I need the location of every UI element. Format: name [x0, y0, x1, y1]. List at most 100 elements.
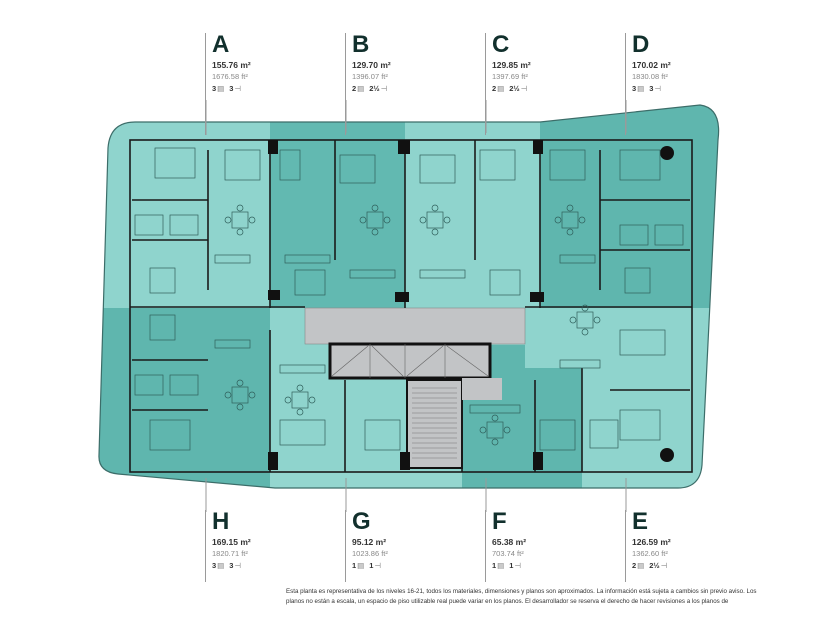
unit-label-h: H 169.15 m² 1820.71 ft² 3▤3⊣	[205, 510, 251, 582]
unit-label-g: G 95.12 m² 1023.86 ft² 1▤1⊣	[345, 510, 388, 582]
bed	[294, 269, 326, 296]
stairwell	[406, 379, 463, 469]
chair	[248, 391, 256, 399]
dining-table	[291, 391, 309, 409]
unit-b-zone	[270, 105, 405, 308]
bed-icon: ▤	[357, 561, 365, 570]
unit-label-b: B 129.70 m² 1396.07 ft² 2▤2½⊣	[345, 33, 392, 135]
bed-icon: ▤	[637, 561, 645, 570]
dining-table	[366, 211, 384, 229]
structural-columns	[268, 140, 674, 470]
elevators	[328, 342, 492, 380]
walls	[129, 139, 693, 473]
sofa	[224, 149, 261, 181]
unit-label-f: F 65.38 m² 703.74 ft² 1▤1⊣	[485, 510, 526, 582]
dining-table	[231, 386, 249, 404]
bed-icon: ▤	[217, 561, 225, 570]
bath-icon: ⊣	[520, 84, 528, 93]
bed	[589, 419, 619, 449]
chair	[566, 228, 574, 236]
single-bed	[169, 374, 199, 396]
dining-table	[426, 211, 444, 229]
disclaimer: Esta planta es representativa de los niv…	[286, 588, 757, 605]
single-bed	[654, 224, 684, 246]
sofa	[279, 149, 301, 181]
bed	[619, 149, 661, 181]
chair	[479, 426, 487, 434]
single-bed	[169, 214, 199, 236]
unit-label-d: D 170.02 m² 1830.08 ft² 3▤3⊣	[625, 33, 671, 135]
bath-icon: ⊣	[660, 561, 668, 570]
kitchen-counter	[349, 269, 396, 279]
kitchen-counter	[419, 269, 466, 279]
unit-label-a: A 155.76 m² 1676.58 ft² 3▤3⊣	[205, 33, 251, 135]
dining-table	[486, 421, 504, 439]
building-footprint	[98, 105, 719, 488]
unit-c-zone	[405, 105, 540, 308]
kitchen-counter	[214, 254, 251, 264]
single-bed	[134, 214, 164, 236]
bed-icon: ▤	[497, 84, 505, 93]
chair	[566, 204, 574, 212]
chair	[236, 228, 244, 236]
chair	[593, 316, 601, 324]
chair	[224, 216, 232, 224]
bed	[619, 409, 661, 441]
kitchen-counter	[214, 339, 251, 349]
unit-d-zone	[540, 105, 719, 308]
chair	[224, 391, 232, 399]
chair	[443, 216, 451, 224]
bath-icon: ⊣	[654, 84, 661, 93]
bath-icon: ⊣	[380, 84, 388, 93]
sofa	[279, 419, 326, 446]
chair	[554, 216, 562, 224]
corridor	[304, 307, 526, 345]
bed	[539, 419, 576, 451]
bed	[149, 314, 176, 341]
sofa	[619, 329, 666, 356]
chair	[431, 204, 439, 212]
chair	[383, 216, 391, 224]
dining-table	[576, 311, 594, 329]
bed	[364, 419, 401, 451]
bed	[149, 267, 176, 294]
furniture	[134, 147, 684, 451]
chair	[581, 328, 589, 336]
chair	[491, 414, 499, 422]
chair	[284, 396, 292, 404]
kitchen-counter	[469, 404, 521, 414]
bed	[489, 269, 521, 296]
unit-a-zone	[98, 105, 270, 308]
bed-icon: ▤	[497, 561, 505, 570]
chair	[491, 438, 499, 446]
chair	[296, 384, 304, 392]
bed-icon: ▤	[357, 84, 365, 93]
chair	[569, 316, 577, 324]
bed	[339, 154, 376, 184]
sofa	[479, 149, 516, 181]
kitchen-counter	[279, 364, 326, 374]
single-bed	[134, 374, 164, 396]
kitchen-counter	[559, 359, 601, 369]
single-bed	[619, 224, 649, 246]
bed	[419, 154, 456, 184]
sofa	[549, 149, 586, 181]
bed-icon: ▤	[217, 84, 225, 93]
unit-label-e: E 126.59 m² 1362.60 ft² 2▤2½⊣	[625, 510, 672, 582]
bath-icon: ⊣	[234, 561, 241, 570]
kitchen-counter	[284, 254, 331, 264]
unit-h-zone	[98, 308, 270, 488]
chair	[503, 426, 511, 434]
bed-icon: ▤	[637, 84, 645, 93]
dining-table	[231, 211, 249, 229]
bath-icon: ⊣	[234, 84, 241, 93]
bed	[624, 267, 651, 294]
dining-table	[561, 211, 579, 229]
unit-label-c: C 129.85 m² 1397.69 ft² 2▤2½⊣	[485, 33, 532, 135]
kitchen-counter	[559, 254, 596, 264]
chair	[371, 204, 379, 212]
chair	[248, 216, 256, 224]
unit-e-zone	[582, 308, 719, 488]
chair	[419, 216, 427, 224]
